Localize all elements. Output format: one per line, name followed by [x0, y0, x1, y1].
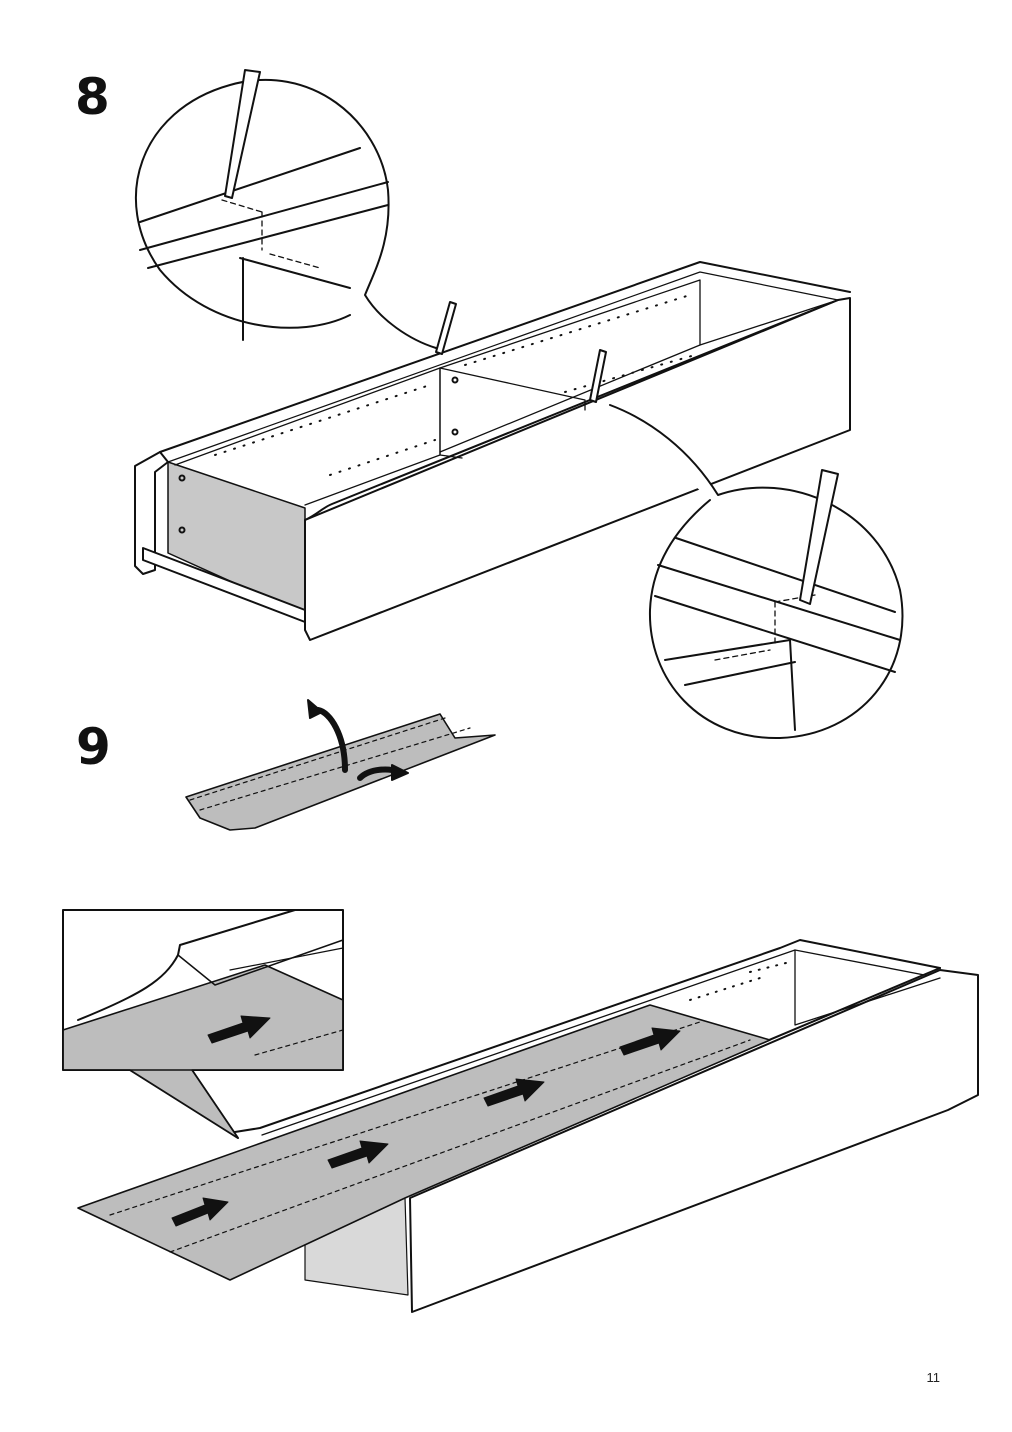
magnifier-callout [135, 69, 437, 349]
step-8-number: 8 [75, 68, 110, 126]
page-number: 11 [926, 1370, 941, 1385]
step-9-number: 9 [76, 718, 111, 776]
detail-inset [62, 909, 344, 1139]
pencil-icon [799, 469, 839, 605]
push-arrow-icon [207, 1015, 271, 1044]
pencil-icon [224, 69, 261, 199]
step-8-drawer [134, 261, 851, 641]
drawer-mat [77, 1004, 771, 1281]
pencil-icon [435, 301, 457, 355]
push-arrow-icon [171, 1027, 681, 1227]
step-9-mat [185, 699, 496, 831]
drawer-with-mat [77, 939, 979, 1313]
magnifier-callout [609, 404, 904, 740]
pencil-icon [589, 349, 607, 403]
